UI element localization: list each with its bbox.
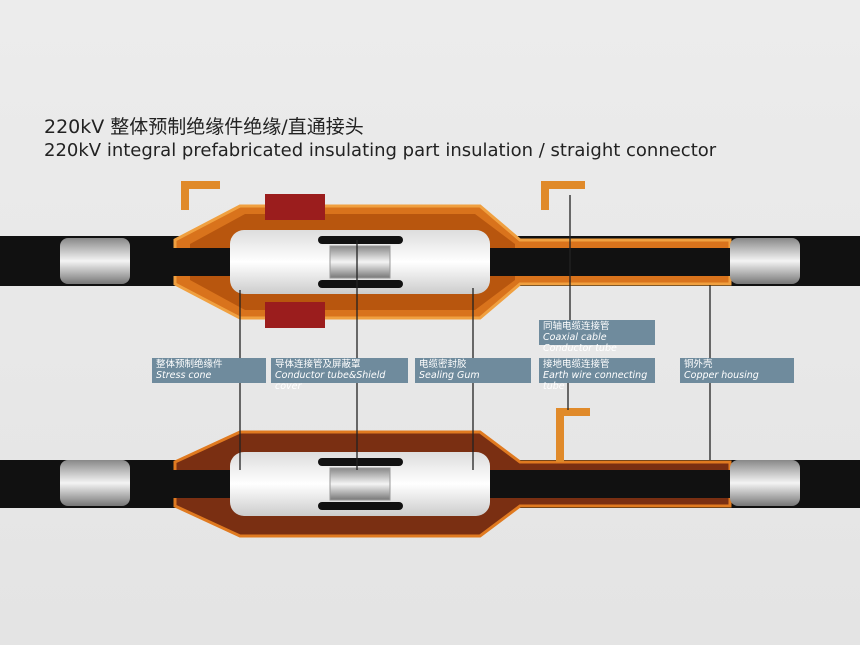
label-cn: 整体预制绝缘件: [156, 359, 223, 370]
bottom-joint: [0, 408, 860, 538]
label-cn: 导体连接管及屏蔽罩: [275, 359, 361, 370]
title-english: 220kV integral prefabricated insulating …: [44, 140, 717, 161]
label-en: Copper housing: [684, 370, 759, 381]
label-en: Stress cone: [156, 370, 212, 381]
label-en: Conductor tube&Shield cover: [275, 370, 386, 392]
label-en: Sealing Gum: [419, 370, 480, 381]
top-joint: [0, 181, 860, 328]
label-en: Coaxial cable Conductor tube: [543, 332, 617, 354]
label-cn: 同轴电缆连接管: [543, 321, 610, 332]
label-cn: 接地电缆连接管: [543, 359, 610, 370]
label-en: Earth wire connecting tube: [543, 370, 648, 392]
label-cn: 电缆密封胶: [419, 359, 467, 370]
label-cn: 铜外壳: [684, 359, 713, 370]
title-chinese: 220kV 整体预制绝缘件绝缘/直通接头: [44, 116, 364, 138]
